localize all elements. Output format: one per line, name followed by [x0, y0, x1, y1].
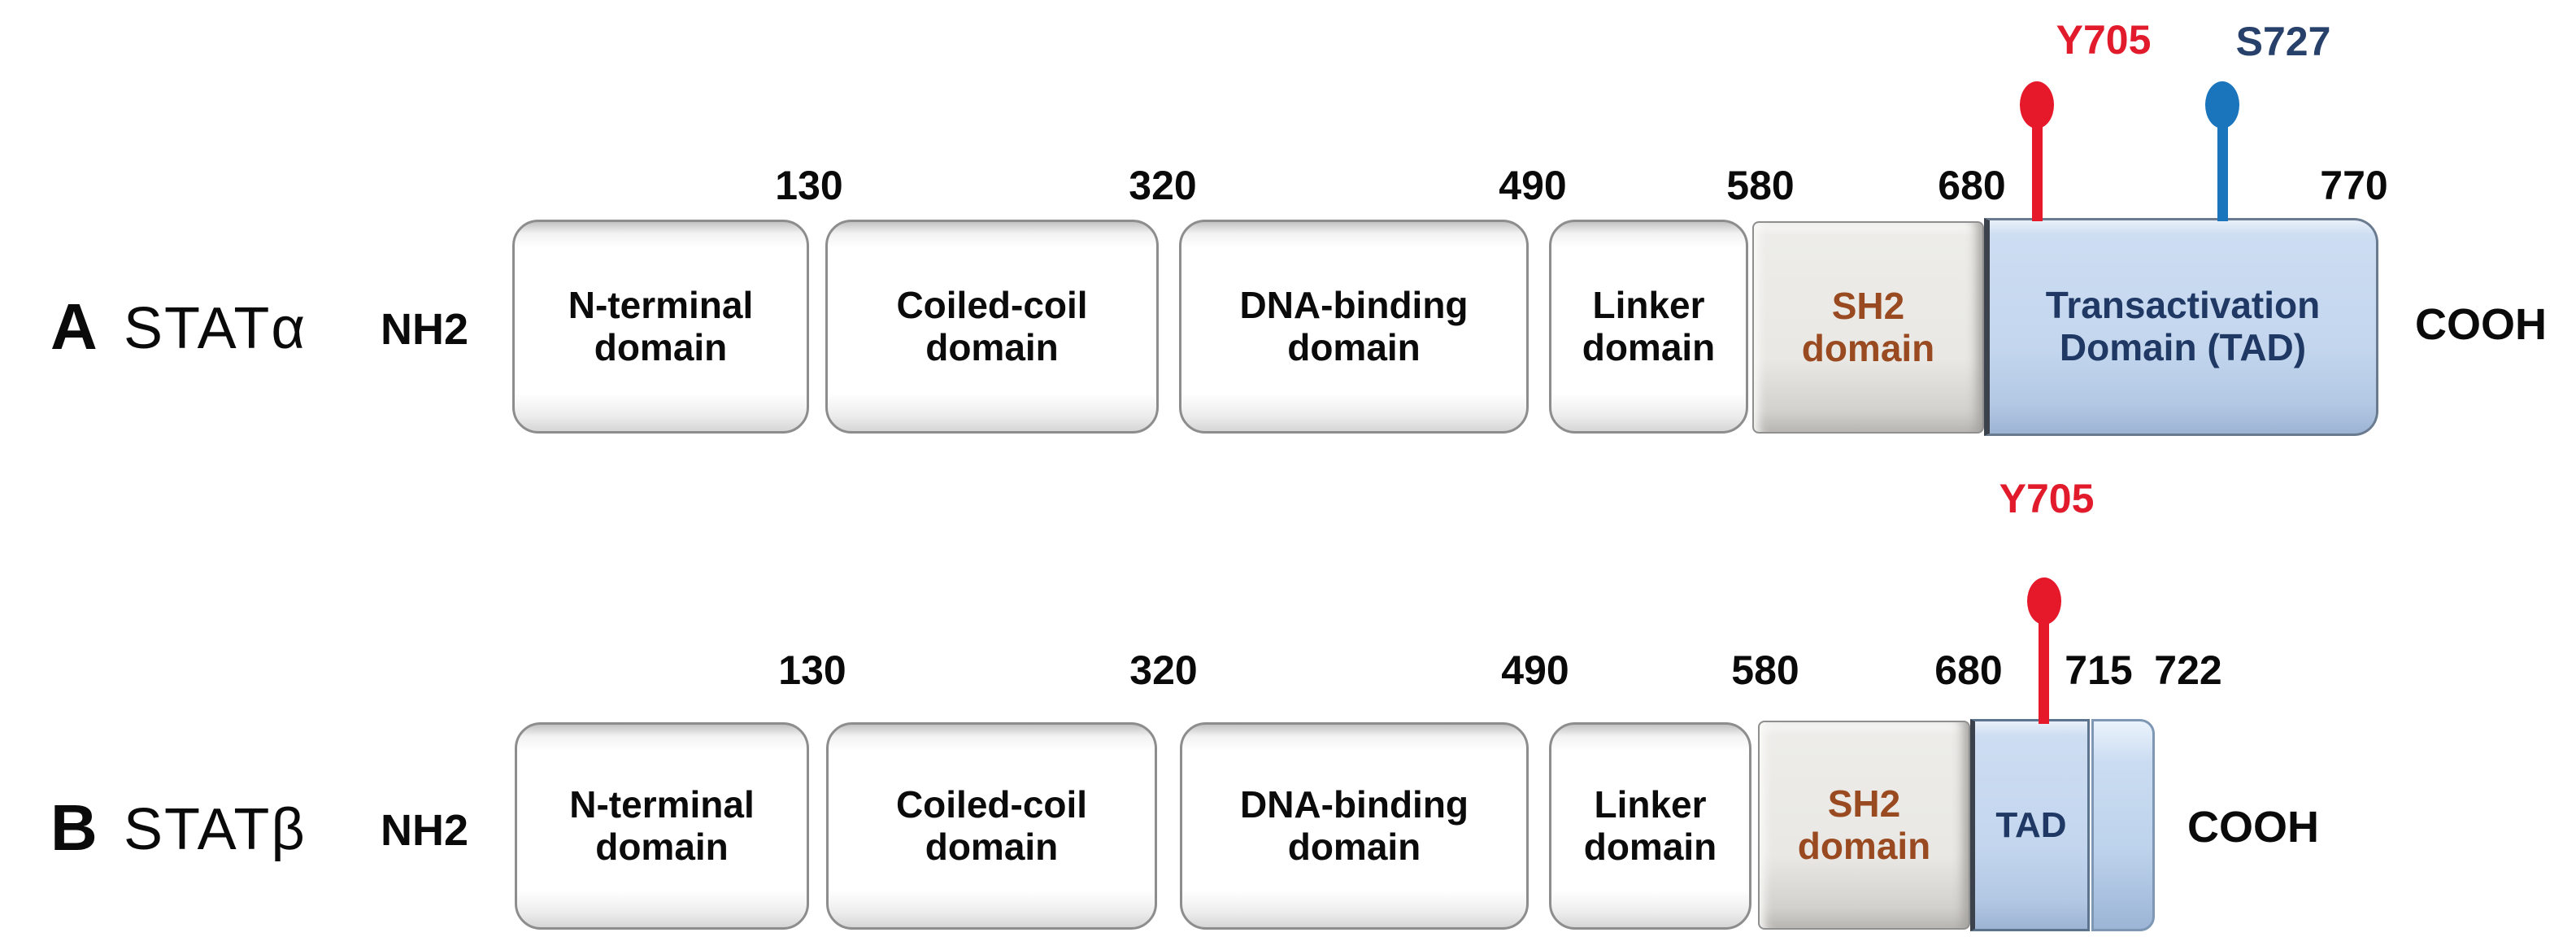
domain-label-dna-binding-b: DNA-binding domain — [1239, 782, 1469, 868]
phospho-label-s727-a: S727 — [2235, 19, 2331, 64]
residue-marker-130-b: 130 — [778, 647, 846, 693]
residue-marker-770-a: 770 — [2320, 163, 2388, 208]
domain-box-coiled-coil-b: Coiled-coil domain — [826, 722, 1157, 930]
residue-marker-490-b: 490 — [1501, 647, 1569, 693]
residue-marker-722-b: 722 — [2154, 647, 2222, 693]
phospho-stick-y705-b-icon — [2039, 623, 2049, 724]
residue-marker-680-a: 680 — [1938, 163, 2006, 208]
phospho-stick-y705-a-icon — [2032, 127, 2043, 221]
domain-box-sh2-b: SH2 domain — [1758, 721, 1970, 930]
panel-b-n-terminus: NH2 — [381, 806, 469, 855]
panel-a-protein-name: STATα — [124, 296, 307, 361]
phospho-stick-s727-a-icon — [2217, 127, 2228, 221]
domain-box-tad-b: TAD — [1970, 719, 2090, 931]
residue-marker-320-a: 320 — [1129, 163, 1197, 208]
domain-box-n-terminal-b: N-terminal domain — [515, 722, 809, 930]
domain-label-sh2-a: SH2 domain — [1801, 284, 1935, 369]
residue-marker-580-a: 580 — [1726, 163, 1795, 208]
phospho-label-y705-a: Y705 — [2056, 17, 2152, 63]
panel-a-c-terminus: COOH — [2415, 300, 2547, 349]
residue-marker-320-b: 320 — [1129, 647, 1198, 693]
domain-label-sh2-b: SH2 domain — [1797, 782, 1931, 867]
domain-label-coiled-coil-b: Coiled-coil domain — [895, 782, 1088, 868]
panel-a-letter: A — [50, 290, 98, 363]
domain-box-dna-binding-a: DNA-binding domain — [1179, 220, 1529, 434]
domain-box-tad-a: Transactivation Domain (TAD) — [1984, 218, 2378, 436]
residue-marker-490-a: 490 — [1499, 163, 1567, 208]
panel-b-protein-name: STATβ — [124, 797, 307, 862]
domain-box-c-tail-b — [2091, 719, 2155, 931]
domain-label-tad-b: TAD — [1995, 804, 2067, 845]
domain-box-sh2-a: SH2 domain — [1752, 221, 1984, 434]
panel-b-c-terminus: COOH — [2187, 803, 2319, 852]
domain-box-linker-b: Linker domain — [1549, 722, 1751, 930]
domain-label-tad-a: Transactivation Domain (TAD) — [2045, 284, 2321, 368]
domain-label-coiled-coil-a: Coiled-coil domain — [896, 283, 1088, 368]
residue-marker-680-b: 680 — [1934, 647, 2003, 693]
domain-label-linker-b: Linker domain — [1583, 782, 1717, 868]
domain-box-coiled-coil-a: Coiled-coil domain — [825, 220, 1159, 434]
domain-box-dna-binding-b: DNA-binding domain — [1180, 722, 1529, 930]
panel-a-n-terminus: NH2 — [381, 305, 469, 354]
residue-marker-715-b: 715 — [2065, 647, 2133, 693]
domain-box-n-terminal-a: N-terminal domain — [512, 220, 809, 434]
residue-marker-130-a: 130 — [775, 163, 843, 208]
panel-b-letter: B — [50, 791, 98, 864]
domain-label-dna-binding-a: DNA-binding domain — [1239, 283, 1469, 368]
domain-box-linker-a: Linker domain — [1549, 220, 1748, 434]
phospho-head-y705-a-icon — [2020, 81, 2054, 129]
residue-marker-580-b: 580 — [1731, 647, 1799, 693]
domain-label-n-terminal-b: N-terminal domain — [569, 782, 755, 868]
domain-label-linker-a: Linker domain — [1582, 283, 1716, 368]
phospho-head-s727-a-icon — [2205, 81, 2239, 129]
phospho-head-y705-b-icon — [2027, 577, 2061, 625]
domain-label-n-terminal-a: N-terminal domain — [568, 283, 754, 368]
phospho-label-y705-b: Y705 — [1999, 476, 2095, 521]
